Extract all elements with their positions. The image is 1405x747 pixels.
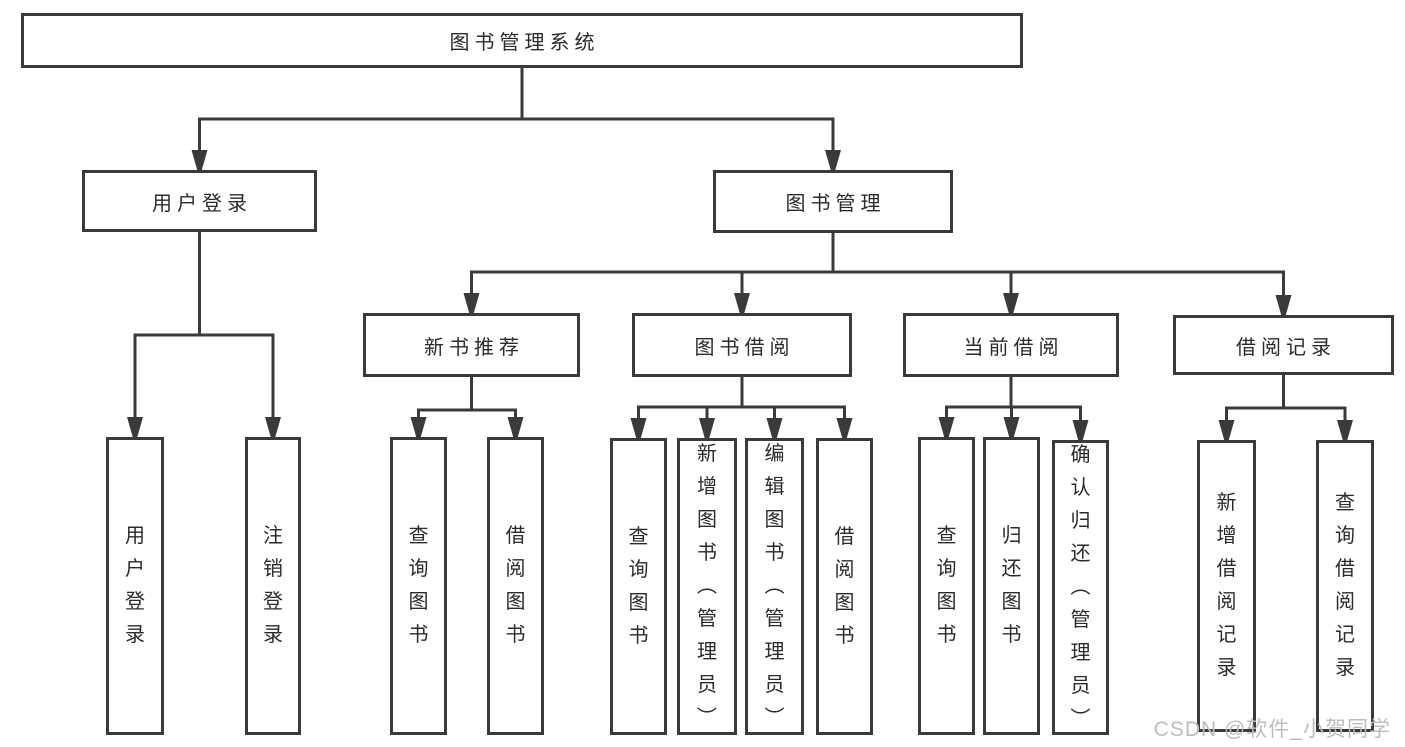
box-label-book-mgmt: 图书管理 (785, 193, 886, 215)
arrowhead-icon (1218, 420, 1235, 448)
box-label-login-leaf: 用 户 登 录 (125, 525, 145, 646)
box-label-bb-add: 新 增 图 书 ︵ 管 理 员 ︶ (697, 443, 717, 729)
arrowhead-icon (127, 417, 143, 445)
box-label-logout-leaf: 注 销 登 录 (263, 525, 283, 646)
box-label-cb-query: 查 询 图 书 (936, 525, 957, 646)
arrowhead-icon (734, 293, 750, 321)
arrowhead-icon (265, 417, 281, 445)
box-new-book-rec: 新书推荐 (363, 313, 580, 377)
box-bb-edit: 编 辑 图 书 ︵ 管 理 员 ︶ (745, 438, 804, 735)
arrowhead-icon (1337, 420, 1353, 448)
arrowhead-icon (191, 150, 208, 178)
box-label-borrow-records: 借阅记录 (1236, 336, 1336, 359)
box-label-br-query: 查 询 借 阅 记 录 (1335, 492, 1355, 679)
arrowhead-icon (630, 418, 647, 446)
arrowhead-icon (463, 293, 480, 321)
arrowhead-icon (410, 417, 427, 445)
box-bb-borrow: 借 阅 图 书 (816, 438, 873, 735)
box-br-query: 查 询 借 阅 记 录 (1316, 440, 1374, 732)
box-label-book-borrow: 图书借阅 (694, 336, 795, 359)
box-br-add: 新 增 借 阅 记 录 (1197, 440, 1256, 732)
box-borrow-records: 借阅记录 (1173, 315, 1394, 375)
box-label-nbr-borrow: 借 阅 图 书 (505, 525, 526, 646)
box-label-nbr-query: 查 询 图 书 (408, 525, 429, 646)
box-label-cb-confirm: 确 认 归 还 ︵ 管 理 员 ︶ (1070, 444, 1091, 730)
arrowhead-icon (507, 417, 524, 445)
box-label-user-login: 用户登录 (152, 192, 252, 215)
box-label-bb-edit: 编 辑 图 书 ︵ 管 理 员 ︶ (764, 443, 785, 729)
box-root: 图书管理系统 (21, 13, 1023, 68)
box-nbr-query: 查 询 图 书 (390, 437, 447, 735)
box-book-mgmt: 图书管理 (713, 170, 953, 233)
box-label-root: 图书管理系统 (449, 32, 600, 54)
box-label-new-book-rec: 新书推荐 (424, 336, 524, 359)
box-nbr-borrow: 借 阅 图 书 (487, 437, 544, 735)
arrowhead-icon (836, 418, 853, 446)
arrowhead-icon (1275, 295, 1292, 323)
box-label-bb-borrow: 借 阅 图 书 (834, 525, 855, 647)
arrowhead-icon (699, 418, 715, 446)
watermark: CSDN @软件_小贺同学 (1153, 718, 1391, 741)
box-bb-query: 查 询 图 书 (610, 438, 667, 735)
arrowhead-icon (766, 418, 783, 446)
box-cb-return: 归 还 图 书 (983, 437, 1040, 735)
arrowhead-icon (1072, 420, 1089, 448)
box-label-current-borrow: 当前借阅 (963, 336, 1064, 359)
arrowhead-icon (1003, 293, 1019, 321)
box-logout-leaf: 注 销 登 录 (245, 437, 301, 735)
box-book-borrow: 图书借阅 (632, 313, 852, 377)
box-user-login: 用户登录 (82, 170, 317, 232)
arrowhead-icon (1003, 417, 1020, 445)
arrowhead-icon (938, 417, 955, 445)
box-cb-query: 查 询 图 书 (918, 437, 975, 735)
box-label-bb-query: 查 询 图 书 (628, 525, 649, 647)
arrowhead-icon (825, 150, 841, 178)
box-label-br-add: 新 增 借 阅 记 录 (1216, 492, 1237, 679)
box-bb-add: 新 增 图 书 ︵ 管 理 员 ︶ (677, 438, 737, 735)
box-cb-confirm: 确 认 归 还 ︵ 管 理 员 ︶ (1052, 440, 1109, 735)
box-login-leaf: 用 户 登 录 (106, 437, 164, 735)
box-current-borrow: 当前借阅 (903, 313, 1119, 377)
box-label-cb-return: 归 还 图 书 (1001, 525, 1022, 646)
